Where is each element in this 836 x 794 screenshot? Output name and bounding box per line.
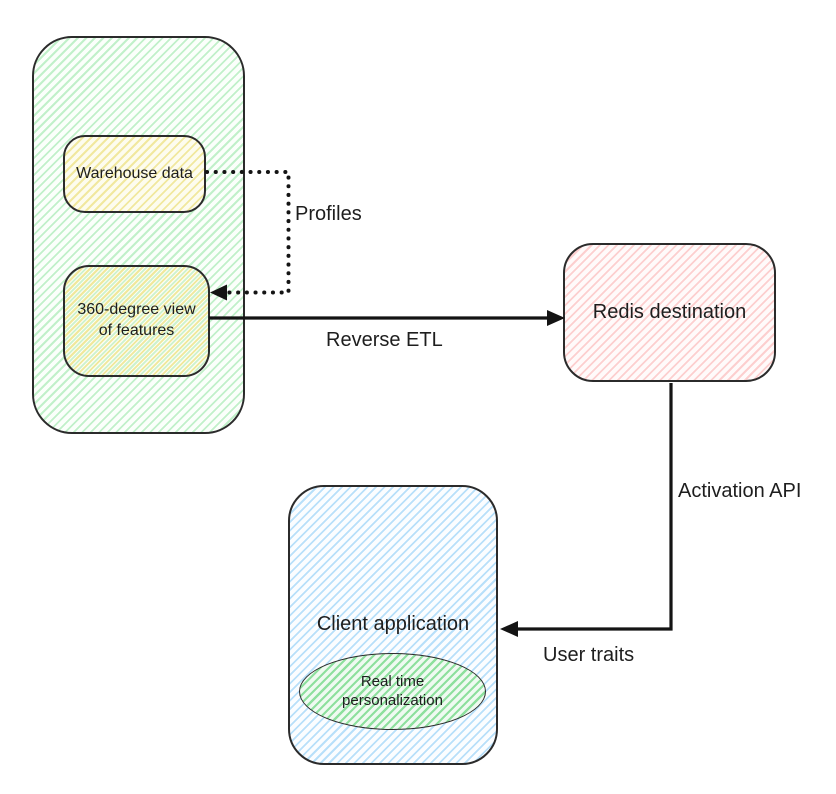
user-traits-edge-label: User traits (543, 644, 635, 666)
redis-to-client-arrow (516, 383, 673, 631)
client-application-label: Client application (316, 613, 470, 635)
personalization-label: Real time personalization (342, 672, 443, 709)
redis-destination-node: Redis destination (563, 243, 776, 382)
warehouse-data-label: Warehouse data (76, 165, 193, 182)
feature-view-label: 360-degree view of features (77, 301, 196, 339)
personalization-ellipse: Real time personalization (299, 653, 486, 730)
activation-api-edge-label: Activation API (678, 480, 802, 502)
warehouse-data-node: Warehouse data (63, 135, 206, 213)
redis-to-client-arrowhead (500, 621, 518, 637)
profiles-edge-label: Profiles (295, 203, 362, 225)
feature-view-node: 360-degree view of features (63, 265, 210, 377)
redis-destination-label: Redis destination (592, 301, 747, 323)
reverse-etl-edge-label: Reverse ETL (326, 329, 443, 351)
